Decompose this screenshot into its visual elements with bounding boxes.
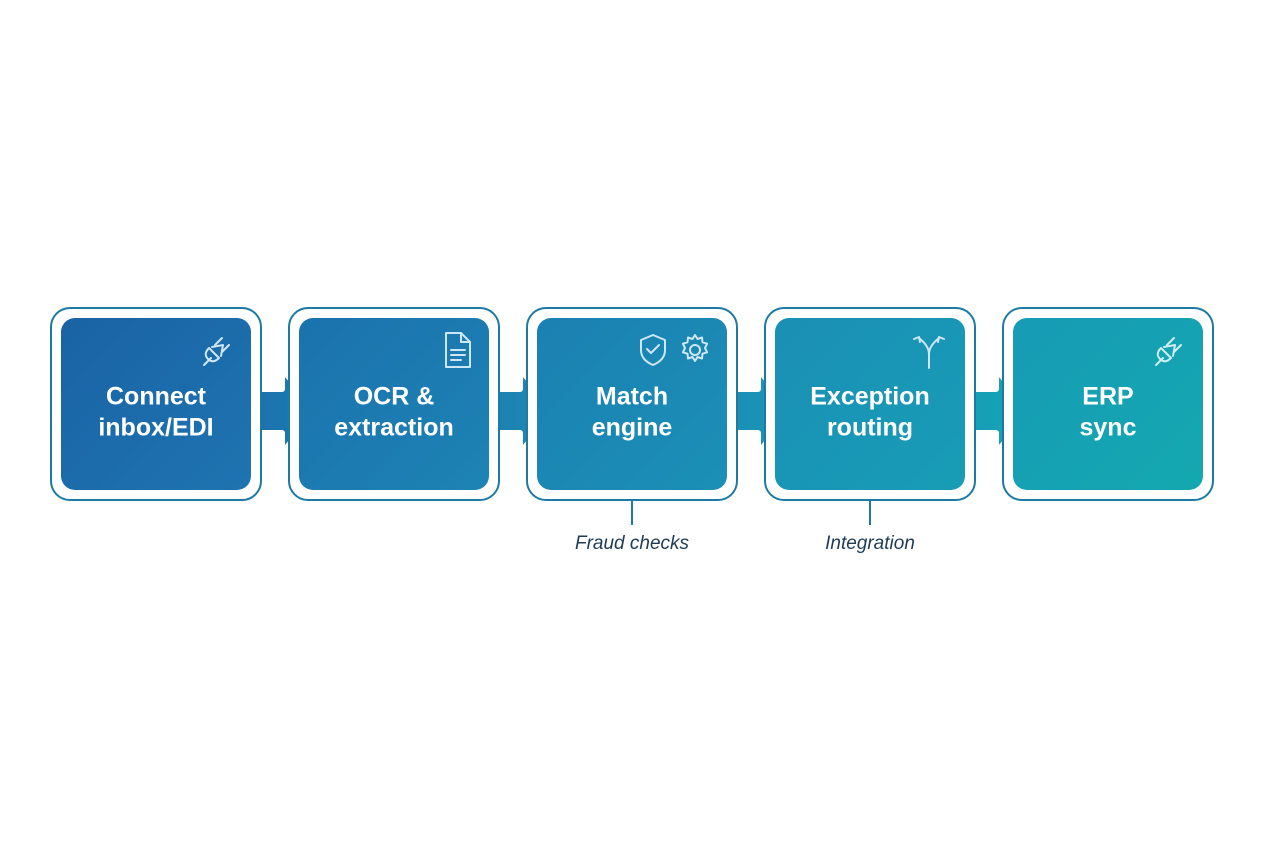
- callout-line-integration: [869, 501, 871, 525]
- plug-icon: [1147, 328, 1191, 372]
- step-box: OCR & extraction: [299, 318, 489, 490]
- step-label-line-1: Match: [595, 382, 669, 411]
- step-exception-routing: Exception routing: [764, 307, 976, 501]
- document-icon: [437, 328, 477, 372]
- step-box: ERP sync: [1013, 318, 1203, 490]
- step-box: Match engine: [537, 318, 727, 490]
- shield-check-gear-icon: [635, 328, 715, 372]
- step-box: Connect inbox/EDI: [61, 318, 251, 490]
- callout-fraud-checks: Fraud checks: [574, 533, 690, 554]
- step-label: Exception routing: [775, 382, 965, 444]
- split-arrows-icon: [905, 328, 953, 372]
- shield-check-icon: [640, 334, 666, 366]
- step-label-line-1: ERP: [1082, 382, 1134, 411]
- step-label-line-1: Exception: [810, 382, 930, 411]
- callout-integration: Integration: [825, 533, 915, 554]
- step-label-line-2: inbox/EDI: [98, 413, 214, 442]
- plug-icon: [195, 328, 239, 372]
- step-label: ERP sync: [1013, 382, 1203, 444]
- step-label: Match engine: [537, 382, 727, 444]
- step-label-line-2: engine: [591, 413, 673, 442]
- step-label: OCR & extraction: [299, 382, 489, 444]
- step-box: Exception routing: [775, 318, 965, 490]
- step-ocr-extraction: OCR & extraction: [288, 307, 500, 501]
- step-label-line-1: OCR &: [353, 382, 435, 411]
- gear-icon: [681, 334, 709, 362]
- step-connect-inbox-edi: Connect inbox/EDI: [50, 307, 262, 501]
- callout-line-fraud-checks: [631, 501, 633, 525]
- step-label-line-1: Connect: [106, 382, 206, 411]
- step-label-line-2: sync: [1079, 413, 1137, 442]
- step-erp-sync: ERP sync: [1002, 307, 1214, 501]
- step-label-line-2: routing: [826, 413, 914, 442]
- step-label-line-2: extraction: [334, 413, 454, 442]
- step-match-engine: Match engine: [526, 307, 738, 501]
- step-label: Connect inbox/EDI: [61, 382, 251, 444]
